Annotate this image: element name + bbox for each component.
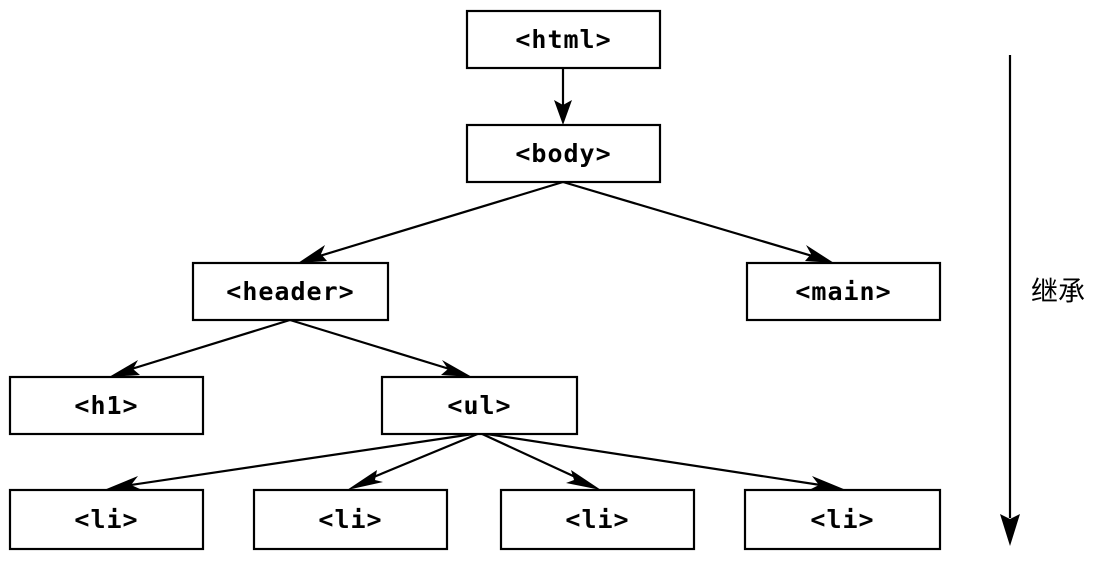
- node-li2[interactable]: <li>: [252, 488, 449, 551]
- node-label-li3: <li>: [565, 505, 629, 534]
- arrow-head-html-body: [554, 100, 572, 125]
- edge-ul-li4: [479, 431, 846, 490]
- node-box-main[interactable]: [745, 261, 942, 322]
- node-label-li4: <li>: [810, 505, 874, 534]
- node-box-h1[interactable]: [8, 375, 205, 436]
- node-li3[interactable]: <li>: [499, 488, 696, 551]
- node-box-li3[interactable]: [499, 488, 696, 551]
- edge-line-ul-li3: [479, 432, 585, 482]
- node-label-li2: <li>: [318, 505, 382, 534]
- arrow-head-body-header: [298, 245, 327, 263]
- arrow-head-body-main: [805, 245, 834, 263]
- edge-line-ul-li2: [363, 431, 481, 483]
- node-li1[interactable]: <li>: [8, 488, 205, 551]
- node-h1[interactable]: <h1>: [8, 375, 205, 436]
- inheritance-axis-arrow-head: [1000, 514, 1020, 546]
- node-header[interactable]: <header>: [191, 261, 390, 322]
- edge-group: [104, 68, 846, 490]
- node-label-h1: <h1>: [74, 391, 138, 420]
- edge-body-main: [562, 180, 834, 263]
- node-box-li4[interactable]: [743, 488, 942, 551]
- arrow-head-ul-li1: [104, 476, 140, 490]
- edge-ul-li3: [479, 432, 601, 490]
- node-box-li1[interactable]: [8, 488, 205, 551]
- node-label-ul: <ul>: [447, 391, 511, 420]
- inheritance-axis-label: 继承: [1031, 277, 1085, 308]
- node-box-body[interactable]: [465, 123, 662, 184]
- edge-ul-li2: [347, 431, 481, 490]
- node-label-main: <main>: [795, 277, 891, 306]
- arrow-head-ul-li3: [566, 470, 601, 490]
- arrow-head-ul-li4: [811, 476, 846, 490]
- edge-line-body-header: [312, 180, 564, 260]
- node-main[interactable]: <main>: [745, 261, 942, 322]
- edge-body-header: [298, 180, 564, 263]
- node-body[interactable]: <body>: [465, 123, 662, 184]
- edge-line-body-main: [562, 180, 820, 260]
- node-li4[interactable]: <li>: [743, 488, 942, 551]
- inheritance-axis-arrow: 继承: [1000, 55, 1085, 546]
- arrow-head-ul-li2: [347, 470, 383, 490]
- node-ul[interactable]: <ul>: [380, 375, 579, 436]
- node-html[interactable]: <html>: [465, 9, 662, 70]
- edge-header-h1: [109, 318, 291, 377]
- node-group: <html> <body> <header> <main> <h1> <ul>: [8, 9, 942, 551]
- node-label-header: <header>: [226, 277, 354, 306]
- edge-html-body: [554, 68, 572, 125]
- node-box-html[interactable]: [465, 9, 662, 70]
- node-box-li2[interactable]: [252, 488, 449, 551]
- edge-line-ul-li4: [479, 431, 828, 488]
- arrow-head-header-ul: [441, 360, 472, 377]
- node-label-html: <html>: [515, 25, 611, 54]
- edge-line-ul-li1: [123, 431, 481, 488]
- edge-ul-li1: [104, 431, 481, 490]
- arrow-head-header-h1: [109, 360, 140, 377]
- edge-line-header-ul: [289, 318, 457, 373]
- edge-line-header-h1: [124, 318, 291, 373]
- node-label-li1: <li>: [74, 505, 138, 534]
- edge-header-ul: [289, 318, 472, 377]
- node-label-body: <body>: [515, 139, 611, 168]
- node-box-header[interactable]: [191, 261, 390, 322]
- node-box-ul[interactable]: [380, 375, 579, 436]
